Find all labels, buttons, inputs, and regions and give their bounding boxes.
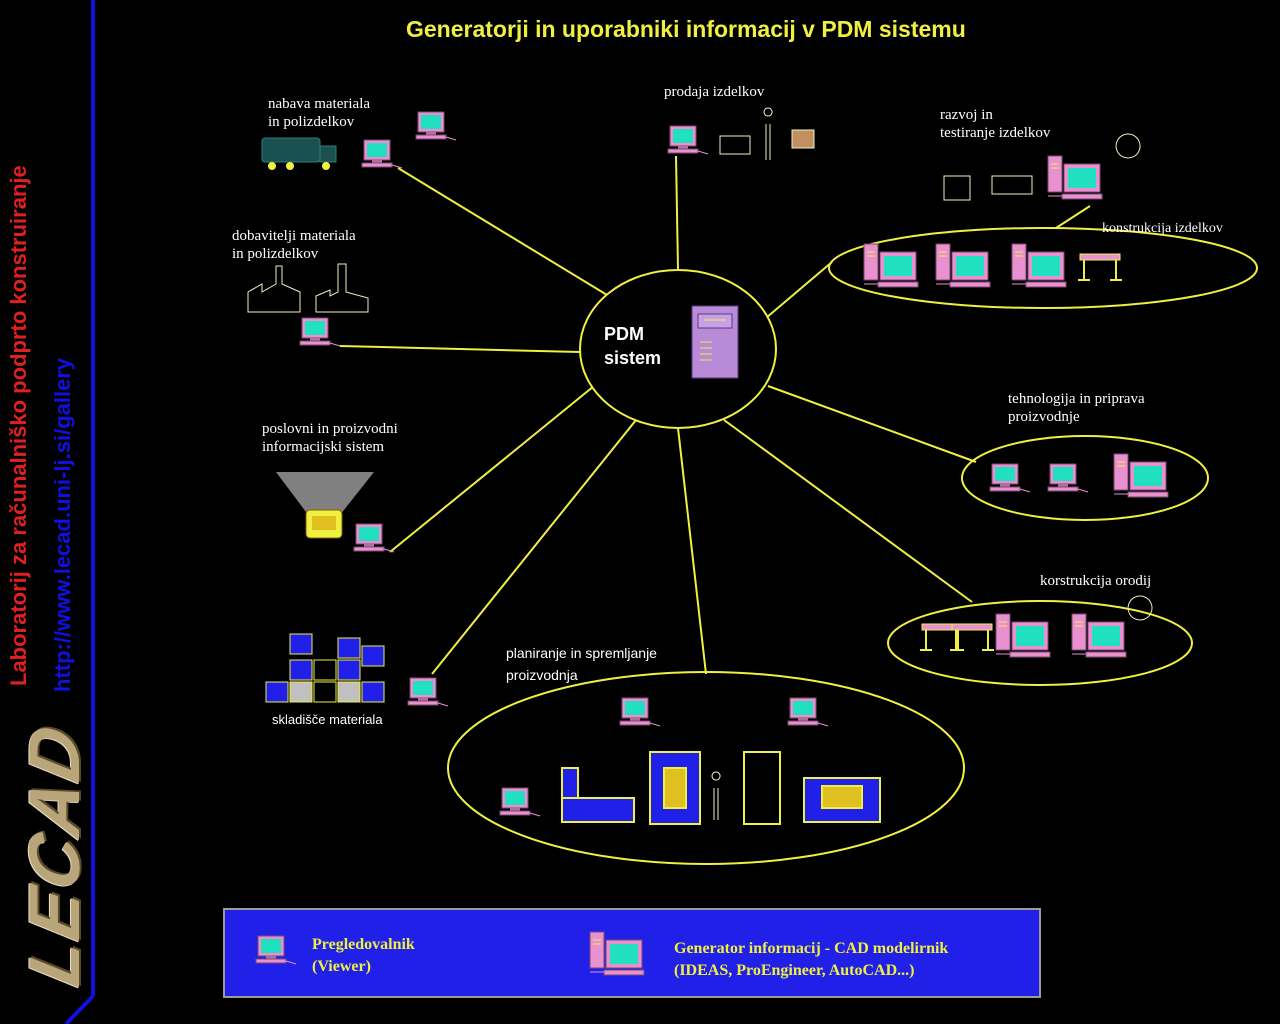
viewer-icon [787, 697, 829, 727]
label-poslovni-line2: informacijski sistem [262, 439, 385, 455]
legend-viewer-line1: Pregledovalnik [312, 936, 415, 953]
label-planiranje-line1: planiranje in spremljanje [506, 645, 657, 661]
spoke-konstrukcija [765, 261, 833, 319]
label-planiranje-line2: proizvodnja [506, 667, 578, 683]
truck-icon [261, 137, 337, 170]
label-orodja-line1: korstrukcija orodij [1040, 573, 1152, 589]
pdm-hub-label-line1: PDM [604, 324, 644, 344]
factory-icon [247, 263, 369, 313]
label-poslovni: poslovni in proizvodni informacijski sis… [262, 420, 398, 456]
workstation-icon [1047, 155, 1103, 200]
meeting-icon [276, 472, 374, 539]
label-razvoj: razvoj in testiranje izdelkov [940, 106, 1050, 142]
spoke-nabava [397, 167, 613, 299]
label-tehnologija-line1: tehnologija in priprava [1008, 391, 1145, 407]
label-poslovni-line1: poslovni in proizvodni [262, 421, 398, 437]
label-planiranje: planiranje in spremljanje proizvodnja [506, 642, 657, 686]
legend-generator-line1: Generator informacij - CAD modelirnik [674, 940, 949, 957]
viewer-icon [989, 463, 1031, 493]
spoke-skladisce [431, 419, 637, 675]
label-nabava: nabava materiala in polizdelkov [268, 95, 370, 131]
warehouse-icon [265, 633, 385, 703]
spoke-orodja [723, 419, 973, 603]
diagram-title: Generatorji in uporabniki informacij v P… [406, 16, 966, 42]
label-skladisce: skladišče materiala [272, 710, 383, 730]
machine-icons [561, 751, 881, 825]
spoke-razvoj [1055, 205, 1091, 229]
pdm-hub-label-line2: sistem [604, 348, 662, 368]
spoke-dobavitelji [339, 345, 581, 353]
label-nabava-line1: nabava materiala [268, 96, 371, 112]
label-razvoj-line1: razvoj in [940, 107, 993, 123]
viewer-icon [1047, 463, 1089, 493]
legend-generator: Generator informacij - CAD modelirnik (I… [674, 938, 948, 982]
viewer-icon [667, 125, 709, 155]
drafting-table-icon [949, 623, 995, 651]
group-planiranje[interactable] [447, 671, 965, 865]
viewer-icon [415, 111, 457, 141]
viewer-icon [299, 317, 341, 347]
spoke-tehnologija [767, 385, 977, 463]
workstation-icon [995, 613, 1051, 658]
connection-lines [339, 155, 1091, 675]
label-dobavitelji-line2: in polizdelkov [232, 246, 319, 262]
viewer-icon [353, 523, 395, 553]
group-konstrukcija[interactable] [828, 227, 1258, 309]
label-prodaja-line1: prodaja izdelkov [664, 84, 765, 100]
viewer-icon [407, 677, 449, 707]
misc-icons [711, 107, 1153, 820]
label-dobavitelji: dobavitelji materiala in polizdelkov [232, 227, 356, 263]
viewer-icon [361, 139, 403, 169]
spoke-poslovni [389, 385, 595, 553]
group-orodja[interactable] [887, 600, 1193, 686]
workstation-icon [1011, 243, 1067, 288]
workstation-icon [1113, 453, 1169, 498]
server-icon [691, 305, 739, 379]
label-tehnologija-line2: proizvodnje [1008, 409, 1080, 425]
label-nabava-line2: in polizdelkov [268, 114, 355, 130]
legend-viewer: Pregledovalnik (Viewer) [312, 934, 415, 978]
drafting-table-icon [1077, 253, 1123, 281]
label-prodaja: prodaja izdelkov [664, 83, 764, 101]
label-konstrukcija: konstrukcija izdelkov [1102, 220, 1223, 238]
label-orodja: korstrukcija orodij [1040, 572, 1151, 590]
label-dobavitelji-line1: dobavitelji materiala [232, 228, 356, 244]
viewer-icon [499, 787, 541, 817]
spoke-prodaja [675, 155, 679, 271]
label-razvoj-line2: testiranje izdelkov [940, 125, 1051, 141]
label-tehnologija: tehnologija in priprava proizvodnje [1008, 390, 1145, 426]
legend-viewer-line2: (Viewer) [312, 958, 371, 975]
label-skladisce-line1: skladišče materiala [272, 712, 383, 727]
workstation-icon [1071, 613, 1127, 658]
workstation-icon [863, 243, 919, 288]
pdm-hub-label: PDM sistem [604, 322, 661, 370]
legend-generator-line2: (IDEAS, ProEngineer, AutoCAD...) [674, 962, 915, 979]
group-tehnologija[interactable] [961, 435, 1209, 521]
viewer-icon [619, 697, 661, 727]
workstation-icon [935, 243, 991, 288]
spoke-planiranje [677, 427, 707, 675]
label-konstrukcija-line1: konstrukcija izdelkov [1102, 221, 1223, 236]
